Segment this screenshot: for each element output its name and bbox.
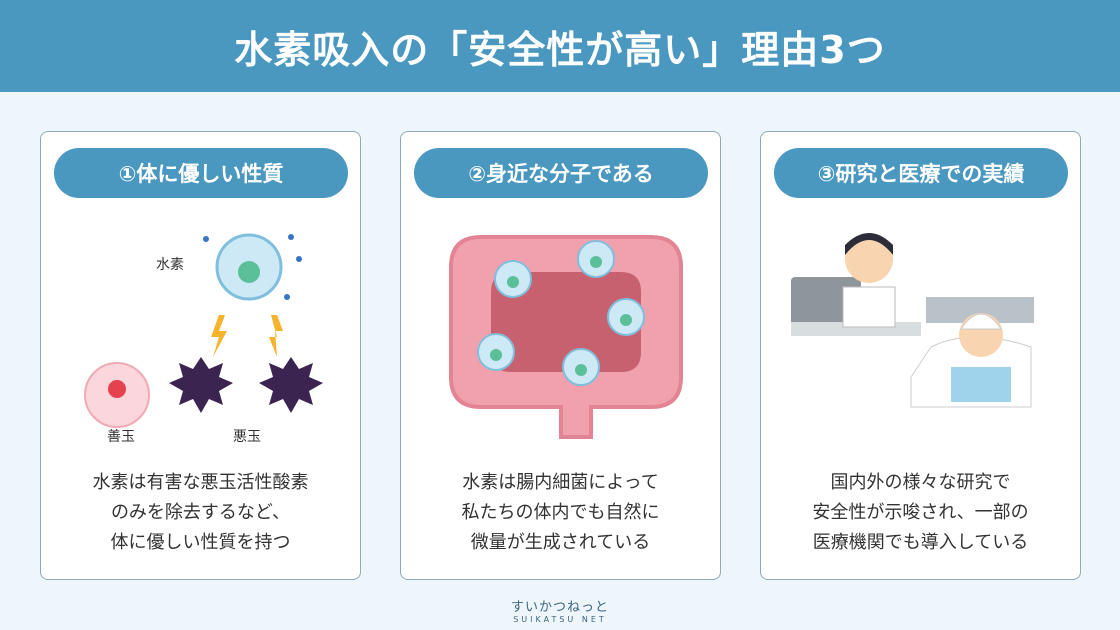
bad-label: 悪玉 bbox=[233, 429, 261, 445]
card-title: ①体に優しい性質 bbox=[54, 148, 348, 198]
description-line: 医療機関でも導入している bbox=[812, 532, 1029, 553]
description-line: 体に優しい性質を持つ bbox=[110, 532, 291, 553]
card-description: 水素は腸内細菌によって 私たちの体内でも自然に 微量が生成されている bbox=[401, 468, 720, 558]
card-title: ③研究と医療での実績 bbox=[774, 148, 1068, 198]
hydrogen-label: 水素 bbox=[156, 257, 184, 273]
reason-card-1: ①体に優しい性質 水素 善玉 悪玉 水素は有害な悪玉活性酸素 のみを除去するなど… bbox=[40, 131, 361, 580]
card-title: ②身近な分子である bbox=[414, 148, 708, 198]
card-description: 国内外の様々な研究で 安全性が示唆され、一部の 医療機関でも導入している bbox=[761, 468, 1080, 558]
intestine-illustration bbox=[449, 235, 683, 439]
description-line: 国内外の様々な研究で bbox=[830, 472, 1011, 493]
hydrogen-vs-radicals-illustration: 水素 善玉 悪玉 bbox=[84, 233, 323, 445]
description-line: 水素は有害な悪玉活性酸素 bbox=[92, 472, 309, 493]
card-description: 水素は有害な悪玉活性酸素 のみを除去するなど、 体に優しい性質を持つ bbox=[41, 468, 360, 558]
page-title: 水素吸入の「安全性が高い」理由3つ bbox=[234, 27, 886, 72]
doctor-patient-illustration bbox=[791, 233, 1034, 408]
description-line: 微量が生成されている bbox=[470, 532, 651, 553]
logo-japanese: すいかつねっと bbox=[510, 600, 609, 615]
header-banner: 水素吸入の「安全性が高い」理由3つ bbox=[0, 0, 1120, 92]
reason-card-3: ③研究と医療での実績 国内外の様々な研究で 安全性が示唆され、一部の 医療機関で… bbox=[760, 131, 1081, 580]
reason-card-2: ②身近な分子である 水素は腸内細菌によって 私たちの体内でも自然に 微量が生成さ… bbox=[400, 131, 721, 580]
description-line: 私たちの体内でも自然に bbox=[461, 502, 660, 523]
description-line: のみを除去するなど、 bbox=[110, 502, 291, 523]
site-logo: すいかつねっと SUIKATSU NET bbox=[0, 596, 1120, 624]
description-line: 安全性が示唆され、一部の bbox=[812, 502, 1029, 523]
logo-english: SUIKATSU NET bbox=[513, 615, 607, 624]
good-label: 善玉 bbox=[107, 429, 135, 445]
description-line: 水素は腸内細菌によって bbox=[462, 472, 659, 493]
